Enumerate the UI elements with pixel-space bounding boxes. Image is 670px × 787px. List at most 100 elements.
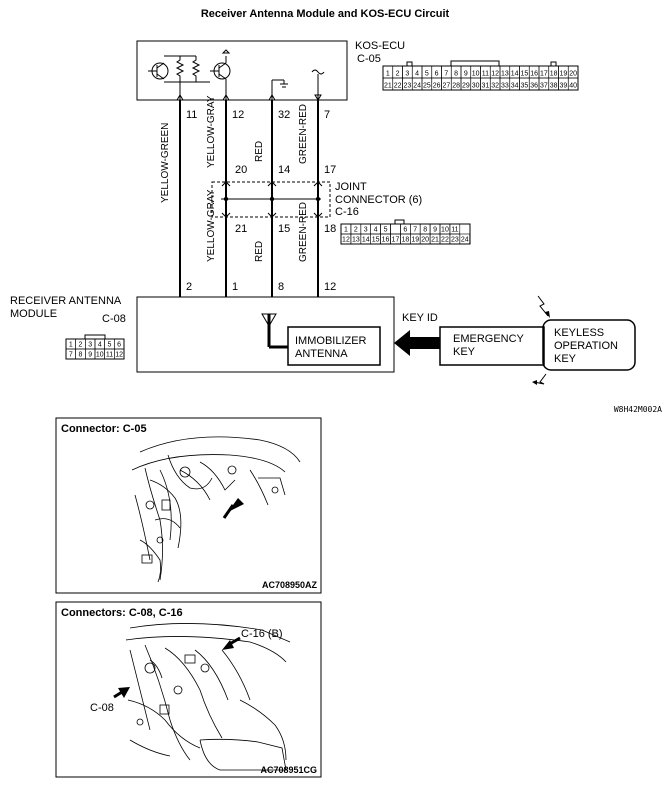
dashboard-sketch	[125, 623, 291, 771]
module-connector-pin-number: 3	[88, 342, 92, 349]
transistor-icon	[210, 49, 231, 100]
joint-connector-pin-number: 13	[352, 237, 360, 244]
radio-wave-icon	[537, 295, 550, 318]
module-connector-pin-number: 10	[96, 352, 104, 359]
joint-connector-box	[211, 181, 331, 218]
joint-pin-21: 21	[235, 223, 247, 235]
joint-connector-pin-number: 12	[342, 237, 350, 244]
emergency-key-label: KEY	[453, 346, 476, 358]
joint-connector-pin-number: 24	[461, 237, 469, 244]
wire-color-label: YELLOW-GREEN	[160, 123, 171, 203]
joint-connector-pin-number: 2	[354, 227, 358, 234]
ecu-connector-pin-number: 8	[454, 71, 458, 78]
signal-arrow-icon	[394, 330, 440, 356]
antenna-icon	[261, 313, 288, 349]
joint-connector-pin-number: 1	[344, 227, 348, 234]
ecu-connector-pin-number: 14	[511, 71, 519, 78]
wire-color-label: YELLOW-GRAY	[206, 189, 217, 262]
ecu-connector-pin-number: 29	[462, 83, 470, 90]
ecu-connector-pin-number: 40	[569, 83, 577, 90]
ecu-connector-pin-number: 21	[384, 83, 392, 90]
connector-c08-callout: C-08	[90, 702, 114, 714]
joint-pin-18: 18	[324, 223, 336, 235]
receiver-module-label: RECEIVER ANTENNA	[10, 295, 122, 307]
joint-connector-pin-number: 22	[441, 237, 449, 244]
joint-connector-pin-number: 7	[413, 227, 417, 234]
wire-color-label: RED	[254, 241, 265, 262]
module-connector-pin-number: 5	[108, 342, 112, 349]
ecu-terminal-12: 12	[232, 109, 244, 121]
joint-connector-label: CONNECTOR (6)	[335, 194, 422, 206]
immobilizer-antenna-label: ANTENNA	[295, 348, 348, 360]
joint-pin-20: 20	[235, 164, 247, 176]
receiver-module-label: MODULE	[10, 308, 57, 320]
keyless-key-box	[542, 319, 636, 371]
emergency-key-label: EMERGENCY	[453, 333, 525, 345]
ecu-connector-pin-number: 39	[559, 83, 567, 90]
connector-view-c08-c16: Connectors: C-08, C-16 AC708951CG C-16 (…	[55, 601, 322, 778]
wire-color-label: RED	[254, 141, 265, 162]
callout-arrow-icon	[222, 636, 241, 650]
ecu-connector-pin-number: 34	[511, 83, 519, 90]
ecu-connector-pin-number: 25	[423, 83, 431, 90]
ecu-connector-pin-number: 7	[444, 71, 448, 78]
ecu-connector-pin-number: 23	[403, 83, 411, 90]
joint-connector-pin-number: 9	[433, 227, 437, 234]
ecu-connector-pin-number: 4	[415, 71, 419, 78]
module-connector-pin-number: 2	[79, 342, 83, 349]
ecu-connector-pin-number: 18	[550, 71, 558, 78]
diagram-code: W8H42M002A	[614, 405, 662, 414]
joint-connector-cell	[459, 233, 470, 245]
joint-pin-14: 14	[278, 164, 290, 176]
ecu-terminal-11: 11	[186, 109, 197, 121]
ecu-connector-pin-number: 1	[386, 71, 390, 78]
ecu-connector-pin-number: 5	[425, 71, 429, 78]
signal-wave-icon	[311, 69, 325, 100]
joint-connector-pin-number: 5	[384, 227, 388, 234]
joint-connector-pin-number: 3	[364, 227, 368, 234]
ecu-connector-pin-number: 6	[435, 71, 439, 78]
joint-pin-17: 17	[324, 164, 336, 176]
connector-view-code: AC708951CG	[260, 765, 317, 775]
dashboard-sketch	[131, 436, 301, 583]
keyless-key-label: KEYLESS	[554, 327, 604, 339]
joint-connector-pin-number: 19	[411, 237, 419, 244]
connector-view-code: AC708950AZ	[262, 580, 318, 590]
ecu-connector-pin-number: 3	[405, 71, 409, 78]
module-terminal-2: 2	[186, 281, 192, 293]
joint-connector-pin-number: 4	[374, 227, 378, 234]
ecu-connector-pin-number: 10	[472, 71, 480, 78]
ecu-connector-pin-number: 13	[501, 71, 509, 78]
resistor-icon	[164, 55, 210, 100]
ecu-terminal-7: 7	[324, 109, 330, 121]
diagram-title: Receiver Antenna Module and KOS-ECU Circ…	[201, 8, 450, 20]
ecu-connector-pin-number: 17	[540, 71, 548, 78]
ecu-connector-pin-number: 36	[530, 83, 538, 90]
ecu-connector-pin-number: 20	[569, 71, 577, 78]
ecu-connector-pin-number: 9	[464, 71, 468, 78]
connector-view-title: Connectors: C-08, C-16	[61, 607, 183, 619]
module-connector-pin-number: 9	[88, 352, 92, 359]
joint-connector-pin-number: 14	[362, 237, 370, 244]
receiver-module-connector-id: C-08	[102, 313, 126, 325]
keyless-key-label: OPERATION	[554, 340, 618, 352]
ecu-connector-pin-number: 2	[396, 71, 400, 78]
ecu-connector-pin-number: 16	[530, 71, 538, 78]
kos-ecu-box	[136, 40, 348, 101]
connector-view-c05: Connector: C-05 AC708950AZ	[55, 417, 322, 594]
ecu-connector-cell	[567, 77, 579, 91]
wire-color-label: GREEN-RED	[298, 104, 309, 164]
ecu-connector-pin-number: 12	[491, 71, 499, 78]
joint-connector-pin-number: 17	[392, 237, 400, 244]
connector-view-title: Connector: C-05	[61, 423, 147, 435]
ecu-connector-pin-number: 38	[550, 83, 558, 90]
ecu-connector-pin-number: 37	[540, 83, 548, 90]
joint-connector-pin-number: 6	[403, 227, 407, 234]
ecu-connector-pin-number: 26	[433, 83, 441, 90]
ecu-connector-pin-number: 22	[394, 83, 402, 90]
callout-arrow-icon	[113, 687, 130, 699]
module-connector-pin-number: 7	[69, 352, 73, 359]
ecu-connector-pin-number: 11	[482, 71, 489, 78]
joint-connector-label: JOINT	[335, 181, 367, 193]
